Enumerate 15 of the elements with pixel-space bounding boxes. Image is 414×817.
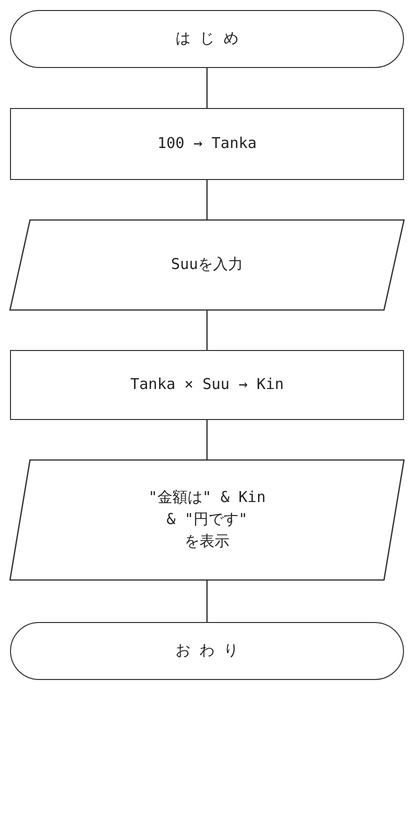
node-text: "金額は" & Kin & "円です" を表示 [147,487,267,552]
connector-line [206,68,208,108]
process-box [10,350,404,420]
node-text: Suuを入力 [170,254,244,276]
process-box [10,108,404,180]
io-parallelogram [10,460,404,580]
node-text: お わ り [175,640,239,662]
connector-line [206,180,208,220]
node-text: Tanka × Suu → Kin [130,374,284,396]
node-text: は じ め [175,28,239,50]
node-text: 100 → Tanka [157,133,257,154]
connector-line [206,580,208,622]
io-parallelogram [10,220,404,310]
connector-line [206,310,208,350]
connector-line [206,420,208,460]
